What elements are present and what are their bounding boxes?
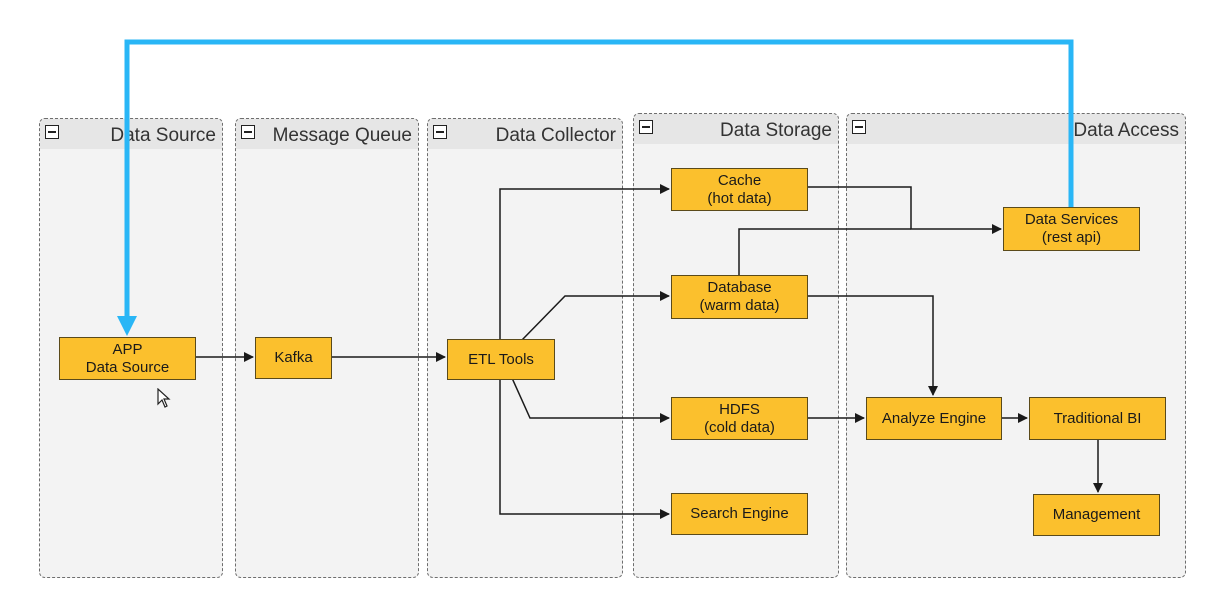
node-label: Data Source (85, 358, 170, 376)
collapse-icon[interactable] (433, 125, 447, 139)
node-traditional-bi[interactable]: Traditional BI (1029, 397, 1166, 440)
lane-header: Message Queue (236, 119, 418, 149)
node-label: Management (1052, 506, 1141, 523)
node-label: (warm data) (699, 297, 780, 314)
node-management[interactable]: Management (1033, 494, 1160, 536)
node-kafka[interactable]: Kafka (255, 337, 332, 379)
collapse-icon[interactable] (852, 120, 866, 134)
node-label: Analyze Engine (881, 409, 987, 427)
node-search-engine[interactable]: Search Engine (671, 493, 808, 535)
node-label: Search Engine (690, 505, 789, 522)
collapse-icon[interactable] (241, 125, 255, 139)
node-etl-tools[interactable]: ETL Tools (447, 339, 555, 380)
lane-header: Data Storage (634, 114, 838, 144)
node-label: ETL Tools (468, 350, 534, 368)
node-label: Traditional BI (1053, 409, 1142, 427)
lane-header: Data Collector (428, 119, 622, 149)
node-label: Database (707, 279, 772, 296)
node-database[interactable]: Database (warm data) (671, 275, 808, 319)
lane-title: Data Collector (495, 125, 616, 146)
node-label: (rest api) (1041, 229, 1102, 246)
node-analyze-engine[interactable]: Analyze Engine (866, 397, 1002, 440)
node-app-data-source[interactable]: APP Data Source (59, 337, 196, 380)
node-label: (hot data) (707, 189, 772, 207)
collapse-icon[interactable] (45, 125, 59, 139)
collapse-icon[interactable] (639, 120, 653, 134)
node-label: HDFS (719, 400, 760, 418)
node-label: (cold data) (704, 418, 775, 436)
node-data-services[interactable]: Data Services (rest api) (1003, 207, 1140, 251)
node-label: Kafka (274, 349, 313, 366)
lane-title: Data Source (110, 125, 216, 146)
lane-title: Data Access (1073, 120, 1179, 141)
lane-header: Data Source (40, 119, 222, 149)
lane-title: Message Queue (272, 125, 412, 146)
lane-title: Data Storage (720, 120, 832, 141)
node-label: APP (112, 340, 143, 358)
node-label: Data Services (1024, 211, 1119, 228)
node-hdfs[interactable]: HDFS (cold data) (671, 397, 808, 440)
lane-header: Data Access (847, 114, 1185, 144)
node-cache[interactable]: Cache (hot data) (671, 168, 808, 211)
mouse-pointer-icon (157, 388, 171, 408)
node-label: Cache (717, 171, 762, 189)
